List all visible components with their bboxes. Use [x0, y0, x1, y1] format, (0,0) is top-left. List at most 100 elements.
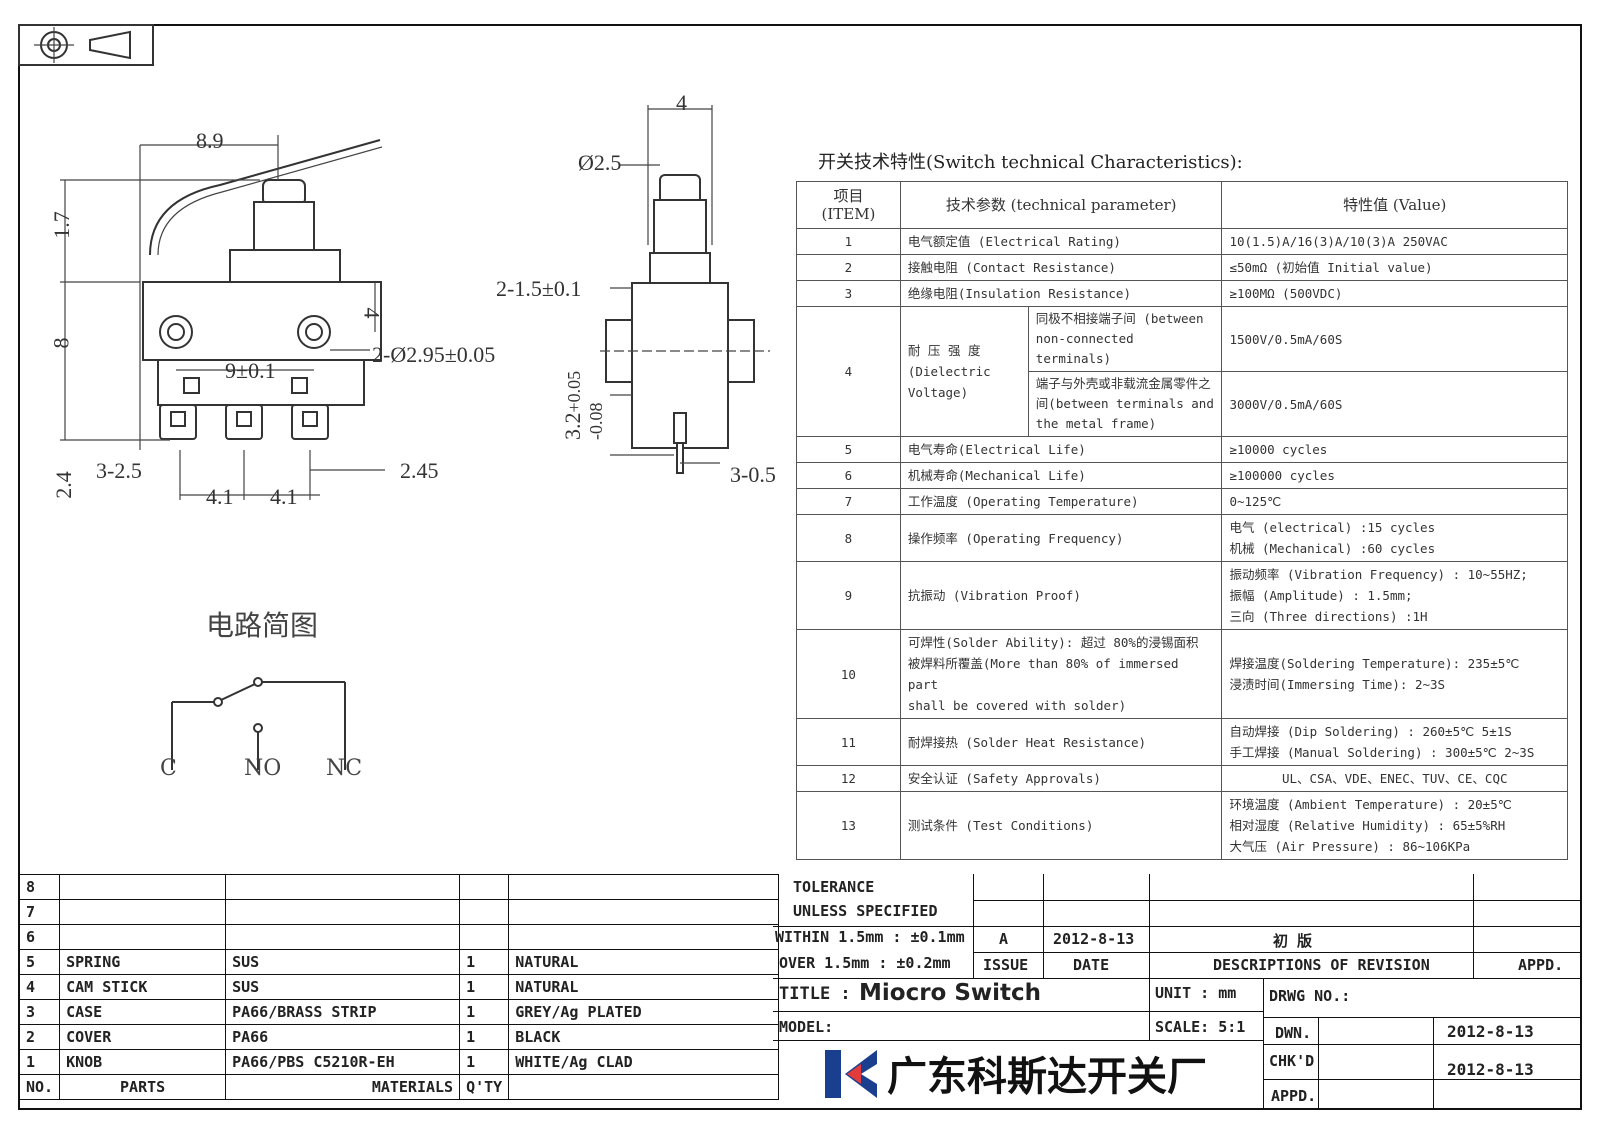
dim-side-tol: 3.2+0.05: [560, 370, 585, 440]
dim-8-9: 8.9: [196, 128, 224, 153]
bom-cell-qty: [459, 899, 510, 925]
scale-label: SCALE: 5:1: [1155, 1018, 1246, 1036]
bom-cell-mat: SUS: [225, 974, 461, 1000]
title-block: TOLERANCE UNLESS SPECIFIED WITHIN 1.5mm …: [773, 874, 1582, 1110]
dim-4-1-a: 4.1: [206, 484, 234, 509]
dim-3-2-5: 3-2.5: [96, 458, 142, 483]
bom-cell-no: 5: [18, 949, 61, 975]
title-label: TITLE :: [779, 984, 851, 1004]
bom-cell-finish: NATURAL: [508, 949, 780, 975]
bom-cell-mat: [225, 924, 461, 950]
bom-cell-part: [59, 924, 227, 950]
dim-2-45: 2.45: [400, 458, 439, 483]
bom-cell-qty: 1: [459, 1049, 510, 1075]
bom-cell-mat: PA66/PBS C5210R-EH: [225, 1049, 461, 1075]
header-value: 特性值 (Value): [1221, 181, 1568, 229]
dim-side-2-1-5: 2-1.5±0.1: [496, 276, 582, 301]
bom-cell-qty: 1: [459, 949, 510, 975]
bom-cell-finish: [508, 899, 780, 925]
bom-cell-mat: PA66: [225, 1024, 461, 1050]
company-name: 广东科斯达开关厂: [887, 1054, 1207, 1100]
bom-cell-part: COVER: [59, 1024, 227, 1050]
bom-cell-mat: SUS: [225, 949, 461, 975]
bom-cell-finish: WHITE/Ag CLAD: [508, 1049, 780, 1075]
bom-cell-finish: GREY/Ag PLATED: [508, 999, 780, 1025]
bom-cell-finish: BLACK: [508, 1024, 780, 1050]
terminal-nc: NC: [326, 756, 363, 781]
bom-cell-no: 1: [18, 1049, 61, 1075]
company-logo-icon: [825, 1050, 877, 1098]
bom-cell-qty: [459, 924, 510, 950]
spec-row: 4 耐 压 强 度 (Dielectric Voltage) 同极不相接端子间 …: [796, 306, 1568, 437]
dwn-date: 2012-8-13: [1447, 1022, 1534, 1041]
dim-side-tol-lower: -0.08: [586, 402, 606, 441]
model-label: MODEL:: [779, 1018, 834, 1036]
dim-1-7: 1.7: [48, 211, 74, 239]
bom-cell-part: KNOB: [59, 1049, 227, 1075]
header-param: 技术参数 (technical parameter): [899, 181, 1223, 229]
circuit-title: 电路简图: [206, 609, 319, 642]
bom-cell-no: 7: [18, 899, 61, 925]
unit-label: UNIT : mm: [1155, 984, 1237, 1002]
bom-cell-part: SPRING: [59, 949, 227, 975]
bom-cell-no: 8: [18, 874, 61, 900]
dim-pitch: 9±0.1: [225, 358, 276, 383]
rev-date: 2012-8-13: [1053, 930, 1135, 948]
rev-desc: 初 版: [1273, 932, 1313, 950]
spec-row: 端子与外壳或非载流金属零件之间(between terminals and th…: [797, 371, 1568, 437]
bom-cell-qty: 1: [459, 1024, 510, 1050]
bom-cell-no: 2: [18, 1024, 61, 1050]
dim-side-top: 4: [676, 90, 687, 115]
drawing-title: Miocro Switch: [859, 980, 1042, 1006]
tolerance-2: UNLESS SPECIFIED: [793, 902, 938, 920]
terminal-c: C: [160, 756, 177, 781]
header-appd: APPD.: [1518, 956, 1564, 974]
bom-cell-mat: PA66/BRASS STRIP: [225, 999, 461, 1025]
dim-4: 4: [359, 307, 385, 319]
dim-2-4: 2.4: [50, 471, 76, 499]
terminal-no: NO: [244, 756, 282, 781]
spec-table: 项目(ITEM) 技术参数 (technical parameter) 特性值 …: [796, 181, 1568, 860]
bom-cell-no: 4: [18, 974, 61, 1000]
spec-title: 开关技术特性(Switch technical Characteristics)…: [818, 152, 1243, 173]
front-view-drawing: [60, 135, 385, 500]
circuit-diagram: [171, 677, 346, 770]
bom-cell-mat: [225, 874, 461, 900]
bom-cell-finish: [508, 874, 780, 900]
bom-cell-part: CAM STICK: [59, 974, 227, 1000]
header-date: DATE: [1073, 956, 1110, 974]
header-issue: ISSUE: [983, 956, 1029, 974]
bom-cell-no: 3: [18, 999, 61, 1025]
drawing-frame: [18, 24, 1582, 1110]
bom-cell-qty: [459, 874, 510, 900]
bom-footer: NO. PARTS MATERIALS Q'TY: [18, 1074, 780, 1100]
bom-cell-qty: 1: [459, 974, 510, 1000]
header-desc: DESCRIPTIONS OF REVISION: [1213, 956, 1430, 974]
tolerance-1: TOLERANCE: [793, 878, 875, 896]
bom-cell-mat: [225, 899, 461, 925]
bom-cell-part: CASE: [59, 999, 227, 1025]
dim-side-3-0-5: 3-0.5: [730, 462, 776, 487]
rev-issue: A: [999, 930, 1009, 948]
drwg-no-label: DRWG NO.:: [1269, 987, 1351, 1005]
dwn-label: DWN.: [1275, 1024, 1312, 1042]
dim-4-1-b: 4.1: [270, 484, 298, 509]
bom-cell-part: [59, 899, 227, 925]
dim-hole: 2-Ø2.95±0.05: [372, 342, 496, 367]
dim-side-dia: Ø2.5: [578, 150, 622, 175]
dim-8: 8: [48, 337, 74, 349]
bom-row: 7: [18, 899, 780, 925]
header-item: 项目(ITEM): [796, 181, 901, 229]
